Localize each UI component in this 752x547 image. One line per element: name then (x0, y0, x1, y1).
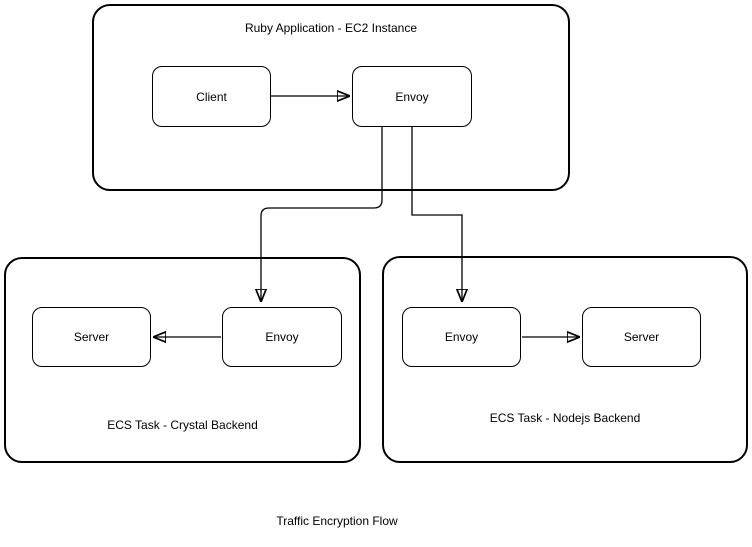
node-envoy-crystal-label: Envoy (265, 330, 299, 344)
node-envoy-ec2-label: Envoy (395, 89, 429, 104)
node-client: Client (152, 66, 271, 127)
node-envoy-nodejs: Envoy (402, 307, 521, 367)
node-client-label: Client (196, 89, 227, 104)
node-server-nodejs: Server (582, 307, 701, 367)
group-nodejs-backend: ECS Task - Nodejs Backend (382, 256, 748, 463)
node-envoy-nodejs-label: Envoy (444, 330, 479, 344)
diagram-title: Traffic Encryption Flow (276, 514, 398, 528)
group-ec2-instance-label: Ruby Application - EC2 Instance (244, 21, 418, 35)
node-envoy-crystal: Envoy (222, 307, 342, 367)
group-nodejs-backend-label: ECS Task - Nodejs Backend (489, 411, 641, 425)
group-crystal-backend-label: ECS Task - Crystal Backend (107, 418, 258, 432)
group-crystal-backend: ECS Task - Crystal Backend (4, 257, 361, 463)
node-server-nodejs-label: Server (623, 330, 660, 344)
node-server-crystal-label: Server (73, 330, 110, 344)
node-envoy-ec2: Envoy (352, 66, 472, 127)
node-server-crystal: Server (32, 307, 151, 367)
